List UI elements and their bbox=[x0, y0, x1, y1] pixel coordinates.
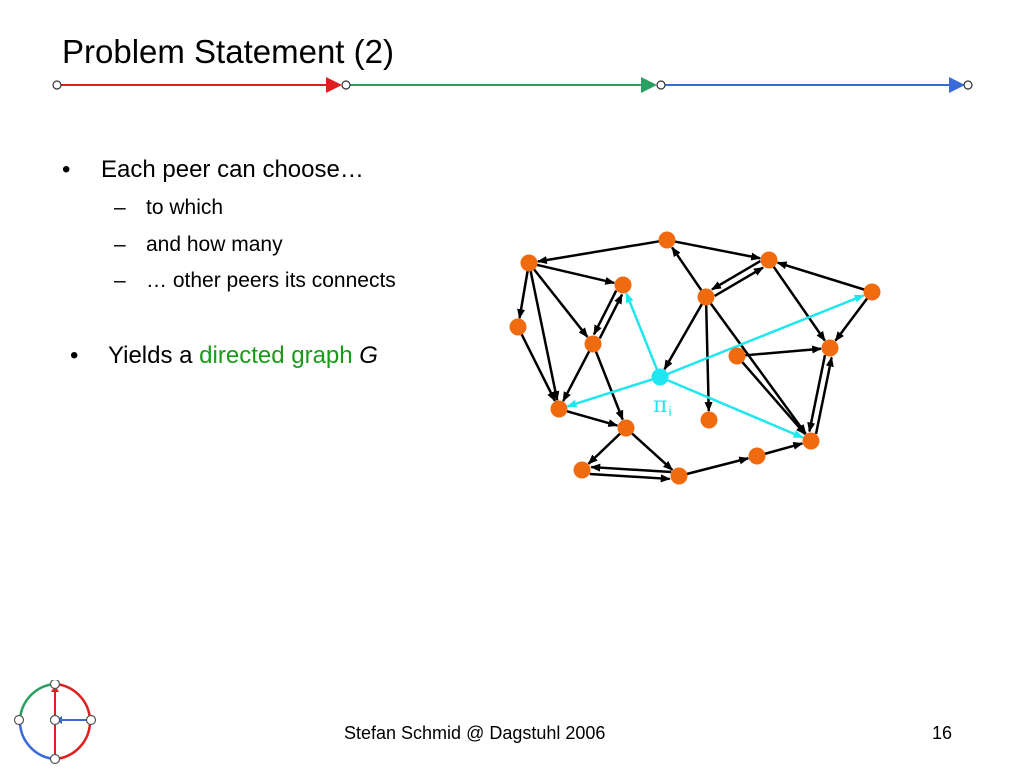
peer-node bbox=[573, 461, 591, 479]
rule-node bbox=[52, 80, 62, 90]
graph-edge bbox=[711, 259, 761, 291]
sub-bullet-text: … other peers its connects bbox=[146, 269, 396, 292]
highlighted-edge bbox=[666, 378, 804, 439]
peer-node bbox=[728, 347, 746, 365]
peer-node bbox=[509, 318, 527, 336]
graph-edge bbox=[807, 354, 827, 433]
graph-edge bbox=[587, 432, 622, 465]
bullet-text: Yields a directed graph G bbox=[108, 342, 378, 369]
footer-author: Stefan Schmid @ Dagstuhl 2006 bbox=[344, 723, 606, 743]
logo-icon bbox=[13, 680, 97, 765]
graph-edge bbox=[598, 293, 624, 340]
peer-node bbox=[550, 400, 568, 418]
peer-node bbox=[760, 251, 778, 269]
peer-node bbox=[821, 339, 839, 357]
graph-edge bbox=[517, 270, 529, 320]
graph-edge bbox=[814, 356, 834, 435]
graph-edge bbox=[566, 409, 619, 427]
highlighted-peer-node bbox=[651, 368, 669, 386]
highlighted-edge bbox=[625, 292, 659, 371]
graph-edge bbox=[772, 265, 826, 342]
peer-node bbox=[658, 231, 676, 249]
title-rule bbox=[52, 77, 973, 93]
graph-edge bbox=[532, 268, 589, 338]
peer-node bbox=[670, 467, 688, 485]
graph-edge bbox=[834, 297, 869, 342]
peer-node bbox=[584, 335, 602, 353]
peer-node bbox=[697, 288, 715, 306]
rule-node bbox=[341, 80, 351, 90]
graph-edge bbox=[589, 472, 671, 483]
graph-edge bbox=[671, 246, 703, 292]
page-number: 16 bbox=[932, 723, 953, 743]
highlighted-edge bbox=[566, 378, 653, 408]
highlighted-edges bbox=[566, 292, 865, 439]
graph-edges bbox=[517, 240, 869, 483]
graph-edge bbox=[562, 350, 591, 402]
highlighted-edge bbox=[666, 294, 865, 376]
graph-edge bbox=[663, 303, 704, 371]
rule-node bbox=[656, 80, 666, 90]
graph-edge bbox=[520, 333, 557, 402]
slide-title: Problem Statement (2) bbox=[62, 33, 394, 70]
pi-label: πi bbox=[653, 393, 672, 419]
graph-edge bbox=[709, 302, 807, 435]
graph-edge bbox=[631, 432, 674, 471]
sub-bullet-marker: – bbox=[114, 269, 126, 292]
graph-edge bbox=[529, 270, 560, 402]
graph-edge bbox=[686, 456, 750, 476]
graph-edge bbox=[536, 240, 660, 264]
peer-node bbox=[614, 276, 632, 294]
graph-edge bbox=[590, 463, 672, 474]
graph-edge bbox=[594, 350, 624, 421]
graph-symbol: G bbox=[359, 342, 378, 369]
bullet-marker: • bbox=[62, 156, 71, 183]
bullet-text: Each peer can choose… bbox=[101, 156, 364, 183]
sub-bullet-marker: – bbox=[114, 196, 126, 219]
graph-edge bbox=[741, 361, 807, 436]
peer-node bbox=[700, 411, 718, 429]
peer-node bbox=[520, 254, 538, 272]
bullet-marker: • bbox=[70, 342, 79, 369]
sub-bullet-text: and how many bbox=[146, 233, 283, 256]
graph-edge bbox=[536, 263, 616, 285]
graph-edge bbox=[674, 240, 762, 261]
graph-edge bbox=[744, 345, 823, 357]
graph-nodes bbox=[509, 231, 881, 485]
graph-edge bbox=[714, 266, 764, 298]
sub-bullet-marker: – bbox=[114, 233, 126, 256]
peer-node bbox=[617, 419, 635, 437]
highlight-text: directed graph bbox=[199, 342, 353, 369]
graph-edge bbox=[764, 441, 804, 456]
graph-edge bbox=[776, 261, 865, 291]
sub-bullet-text: to which bbox=[146, 196, 224, 219]
peer-node bbox=[863, 283, 881, 301]
peer-node bbox=[748, 447, 766, 465]
peer-node bbox=[802, 432, 820, 450]
graph-edge bbox=[592, 289, 618, 336]
rule-node bbox=[963, 80, 973, 90]
